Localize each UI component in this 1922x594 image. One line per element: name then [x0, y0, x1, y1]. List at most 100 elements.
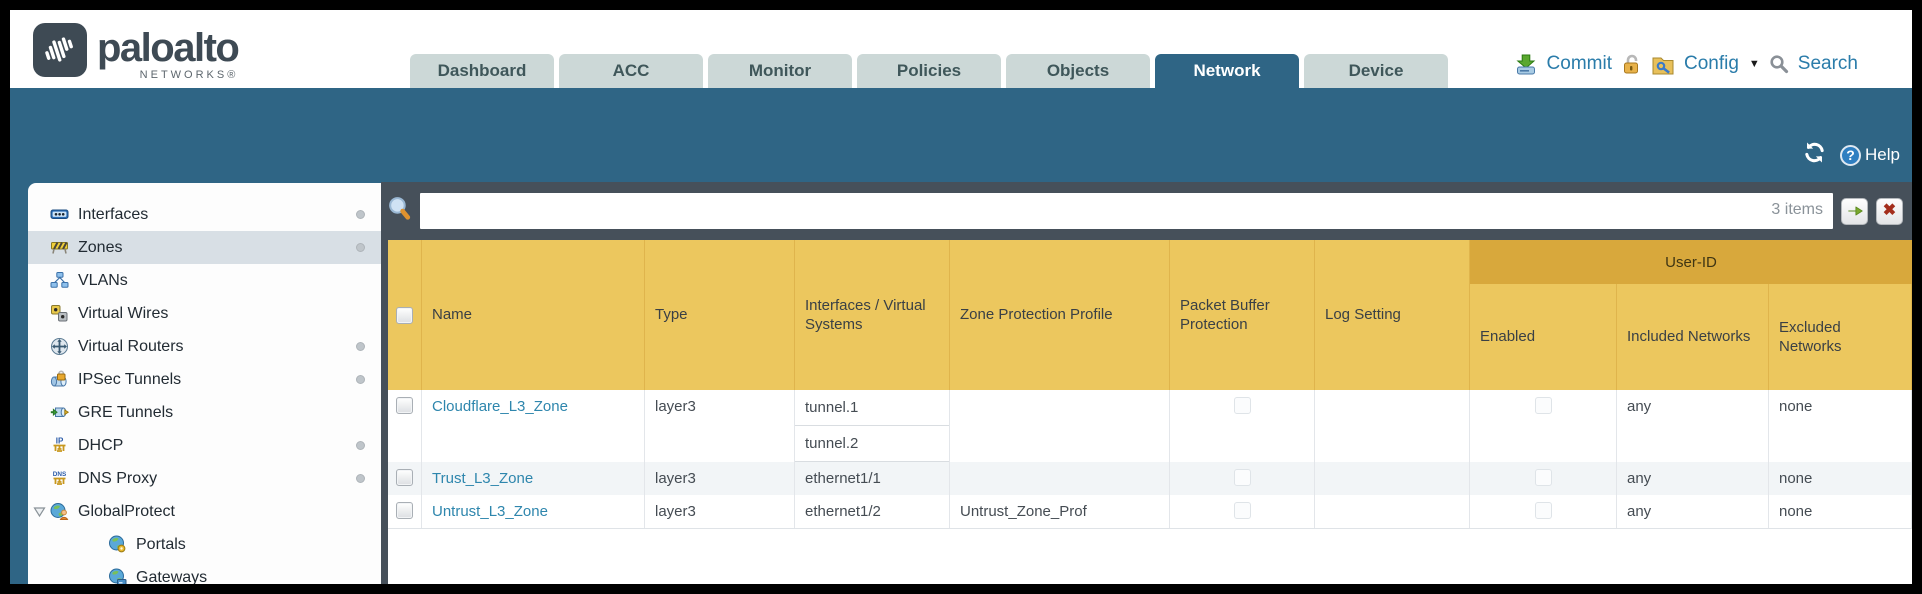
interface-item: ethernet1/1: [805, 470, 881, 487]
packet-buffer-protection-cell: [1170, 390, 1315, 462]
zone-name-cell: Cloudflare_L3_Zone: [422, 390, 645, 462]
user-id-enabled-cell: [1470, 495, 1617, 528]
zone-name-link[interactable]: Trust_L3_Zone: [432, 470, 534, 487]
search-button[interactable]: Search: [1797, 53, 1858, 74]
interface-item: tunnel.2: [795, 426, 949, 462]
sidebar-item-gre-tunnels[interactable]: GRE Tunnels: [28, 396, 381, 429]
packet-buffer-protection-cell: [1170, 495, 1315, 528]
sidebar-item-label: VLANs: [78, 271, 128, 289]
tab-policies[interactable]: Policies: [857, 54, 1001, 88]
svg-text:IP: IP: [56, 437, 64, 446]
sidebar-item-vlans[interactable]: VLANs: [28, 264, 381, 297]
zone-name-link[interactable]: Untrust_L3_Zone: [432, 503, 548, 520]
sidebar-item-gateways[interactable]: Gateways: [28, 561, 381, 584]
status-dot: [356, 474, 365, 483]
sidebar-item-virtual-routers[interactable]: Virtual Routers: [28, 330, 381, 363]
tab-device[interactable]: Device: [1304, 54, 1448, 88]
chevron-down-icon[interactable]: ▼: [1748, 58, 1760, 70]
packet-buffer-protection-checkbox[interactable]: [1233, 397, 1251, 414]
portals-icon: [108, 535, 127, 554]
gateways-icon: [108, 568, 127, 584]
row-select-checkbox[interactable]: [396, 469, 413, 486]
select-all-cell: [388, 240, 422, 390]
filter-input[interactable]: [420, 193, 1833, 229]
virtual-wires-icon: [50, 304, 69, 323]
sidebar-item-interfaces[interactable]: Interfaces: [28, 198, 381, 231]
tab-acc[interactable]: ACC: [559, 54, 703, 88]
packet-buffer-protection-cell: [1170, 462, 1315, 495]
column-header-excluded-networks[interactable]: Excluded Networks: [1769, 284, 1912, 390]
sidebar-item-globalprotect[interactable]: GlobalProtect: [28, 495, 381, 528]
status-dot: [356, 441, 365, 450]
zone-name-cell: Trust_L3_Zone: [422, 462, 645, 495]
interfaces-cell: ethernet1/1: [795, 462, 950, 495]
column-header-zone-protection-profile[interactable]: Zone Protection Profile: [950, 240, 1170, 390]
refresh-icon[interactable]: [1803, 141, 1826, 169]
included-networks-cell: any: [1617, 462, 1769, 495]
interfaces-cell: ethernet1/2: [795, 495, 950, 528]
included-networks-cell: any: [1617, 495, 1769, 528]
main-panel: 3 items ✖ Name Type I: [381, 182, 1912, 584]
row-select-checkbox[interactable]: [396, 397, 413, 414]
lock-icon[interactable]: [1621, 53, 1642, 76]
column-header-included-networks[interactable]: Included Networks: [1617, 284, 1769, 390]
user-id-enabled-checkbox[interactable]: [1534, 469, 1552, 486]
packet-buffer-protection-checkbox[interactable]: [1233, 469, 1251, 486]
sidebar-item-virtual-wires[interactable]: Virtual Wires: [28, 297, 381, 330]
zone-type-cell: layer3: [645, 462, 795, 495]
row-select-checkbox[interactable]: [396, 502, 413, 519]
interfaces-icon: [50, 205, 69, 224]
filter-bar: 3 items ✖: [381, 182, 1912, 240]
brand-name: paloalto: [97, 26, 240, 70]
sidebar-item-zones[interactable]: Zones: [28, 231, 381, 264]
sidebar-item-label: GlobalProtect: [78, 502, 175, 520]
help-button[interactable]: ? Help: [1840, 144, 1900, 166]
select-all-checkbox[interactable]: [396, 306, 413, 324]
column-header-interfaces[interactable]: Interfaces / Virtual Systems: [795, 240, 950, 390]
commit-button[interactable]: Commit: [1546, 53, 1612, 74]
expander-triangle-icon[interactable]: [33, 505, 46, 518]
column-header-log-setting[interactable]: Log Setting: [1315, 240, 1470, 390]
tab-dashboard[interactable]: Dashboard: [410, 54, 554, 88]
user-id-enabled-cell: [1470, 390, 1617, 462]
ipsec-tunnels-icon: [50, 370, 69, 389]
tab-objects[interactable]: Objects: [1006, 54, 1150, 88]
log-setting-cell: [1315, 462, 1470, 495]
excluded-networks-cell: none: [1769, 495, 1912, 528]
sidebar-item-dhcp[interactable]: IP DHCP: [28, 429, 381, 462]
tab-network[interactable]: Network: [1155, 54, 1299, 88]
sidebar-item-label: DNS Proxy: [78, 469, 158, 487]
sidebar-item-label: DHCP: [78, 436, 124, 454]
column-header-packet-buffer-protection[interactable]: Packet Buffer Protection: [1170, 240, 1315, 390]
column-header-type[interactable]: Type: [645, 240, 795, 390]
sidebar-item-portals[interactable]: Portals: [28, 528, 381, 561]
table-header: Name Type Interfaces / Virtual Systems Z…: [388, 240, 1912, 390]
status-dot: [356, 375, 365, 384]
apply-filter-button[interactable]: [1841, 197, 1868, 225]
zone-protection-profile-cell: [950, 462, 1170, 495]
status-dot: [356, 210, 365, 219]
search-icon[interactable]: [1769, 54, 1789, 74]
column-header-enabled[interactable]: Enabled: [1470, 284, 1617, 390]
tab-monitor[interactable]: Monitor: [708, 54, 852, 88]
user-id-enabled-checkbox[interactable]: [1534, 397, 1552, 414]
sidebar-item-ipsec-tunnels[interactable]: IPSec Tunnels: [28, 363, 381, 396]
dhcp-icon: IP: [50, 436, 69, 455]
band-toolbar: ? Help: [1803, 141, 1900, 169]
clear-filter-button[interactable]: ✖: [1876, 197, 1903, 225]
interface-item: tunnel.1: [795, 390, 949, 426]
user-id-enabled-checkbox[interactable]: [1534, 502, 1552, 519]
packet-buffer-protection-checkbox[interactable]: [1233, 502, 1251, 519]
commit-icon[interactable]: [1514, 52, 1538, 76]
column-header-name[interactable]: Name: [422, 240, 645, 390]
interface-item: ethernet1/2: [805, 503, 881, 520]
help-icon: ?: [1840, 144, 1862, 166]
sidebar-item-label: Zones: [78, 238, 123, 256]
zone-name-link[interactable]: Cloudflare_L3_Zone: [432, 398, 568, 415]
config-button[interactable]: Config: [1683, 53, 1739, 74]
config-icon[interactable]: [1651, 53, 1675, 76]
zone-name-cell: Untrust_L3_Zone: [422, 495, 645, 528]
